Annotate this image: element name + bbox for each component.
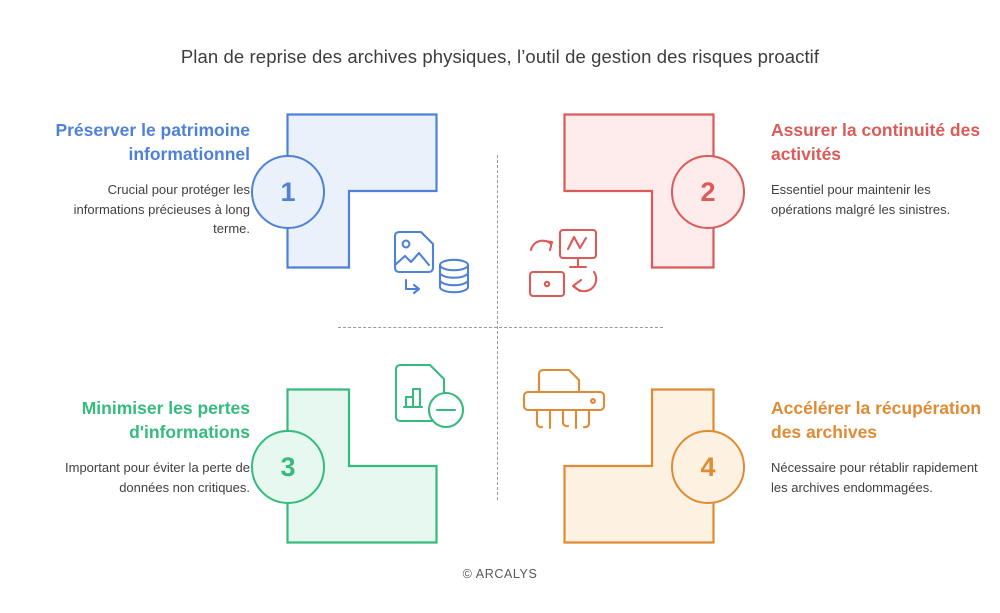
page-title: Plan de reprise des archives physiques, … (180, 46, 820, 67)
document-chart-remove-icon (391, 363, 471, 433)
quadrant-2-number: 2 (700, 176, 716, 207)
quadrant-1-text: Préserver le patrimoine informationnel C… (35, 118, 250, 239)
quadrant-1-shape (286, 113, 438, 269)
quadrant-3-body: Important pour éviter la perte de donnée… (65, 460, 250, 495)
quadrant-2-shape (563, 113, 715, 269)
divider-horizontal (338, 327, 663, 328)
quadrant-1-number: 1 (280, 176, 296, 207)
footer-copyright: © ARCALYS (462, 567, 538, 581)
quadrant-4-text: Accélérer la récupération des archives N… (771, 396, 986, 497)
quadrant-4-heading: Accélérer la récupération des archives (771, 398, 982, 442)
quadrant-4-number-badge: 4 (671, 430, 745, 504)
quadrant-4-number: 4 (700, 451, 716, 482)
quadrant-2-heading: Assurer la continuité des activités (771, 120, 981, 164)
paper-shredder-icon (521, 368, 607, 430)
quadrant-1-body: Crucial pour protéger les informations p… (73, 182, 250, 236)
quadrant-2-body: Essentiel pour maintenir les opérations … (771, 182, 951, 217)
quadrant-4-shape (563, 388, 715, 544)
monitor-sync-icon (528, 228, 610, 300)
quadrant-4-body: Nécessaire pour rétablir rapidement les … (771, 460, 978, 495)
quadrant-3-number: 3 (280, 451, 296, 482)
quadrant-3-heading: Minimiser les pertes d'informations (81, 398, 250, 442)
image-to-database-icon (390, 228, 476, 300)
quadrant-3-text: Minimiser les pertes d'informations Impo… (35, 396, 250, 497)
quadrant-1-heading: Préserver le patrimoine informationnel (55, 120, 250, 164)
quadrant-3-number-badge: 3 (251, 430, 325, 504)
quadrant-2-number-badge: 2 (671, 155, 745, 229)
quadrant-1-number-badge: 1 (251, 155, 325, 229)
quadrant-2-text: Assurer la continuité des activités Esse… (771, 118, 986, 219)
quadrant-3-shape (286, 388, 438, 544)
